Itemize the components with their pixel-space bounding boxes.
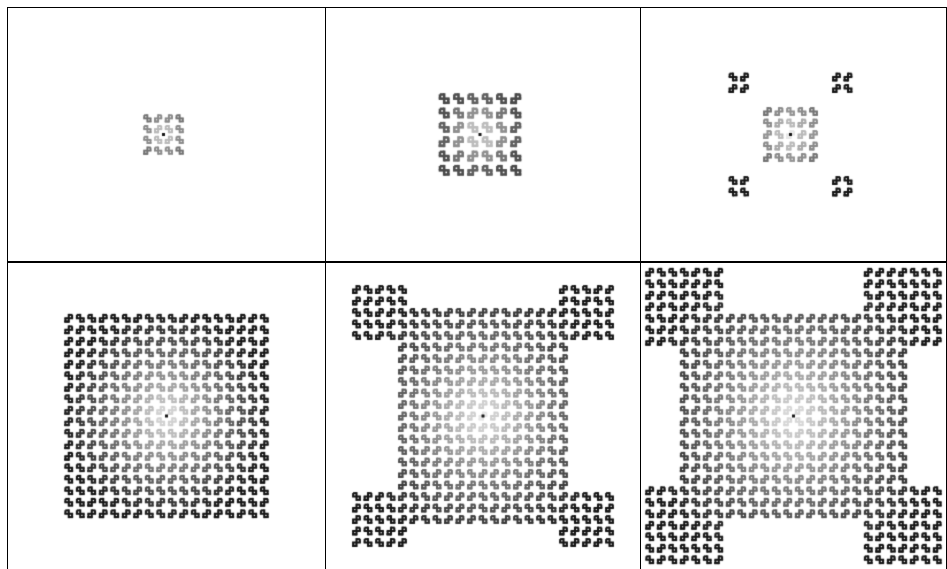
grid-divider-vertical-1 <box>325 7 326 569</box>
fractal-stage-6 <box>641 263 946 569</box>
fractal-stage-4 <box>8 263 325 569</box>
grid-border-left <box>7 7 8 569</box>
panel-3 <box>641 8 946 261</box>
panel-6 <box>641 263 946 569</box>
fractal-stage-5 <box>326 263 640 569</box>
fractal-stage-1 <box>8 8 325 261</box>
fractal-stage-3 <box>641 8 946 261</box>
grid-divider-vertical-2 <box>640 7 641 569</box>
grid-divider-horizontal <box>7 261 947 263</box>
panel-4 <box>8 263 325 569</box>
fractal-stage-2 <box>326 8 640 261</box>
panel-1 <box>8 8 325 261</box>
panel-5 <box>326 263 640 569</box>
panel-2 <box>326 8 640 261</box>
grid-border-top <box>7 7 947 8</box>
